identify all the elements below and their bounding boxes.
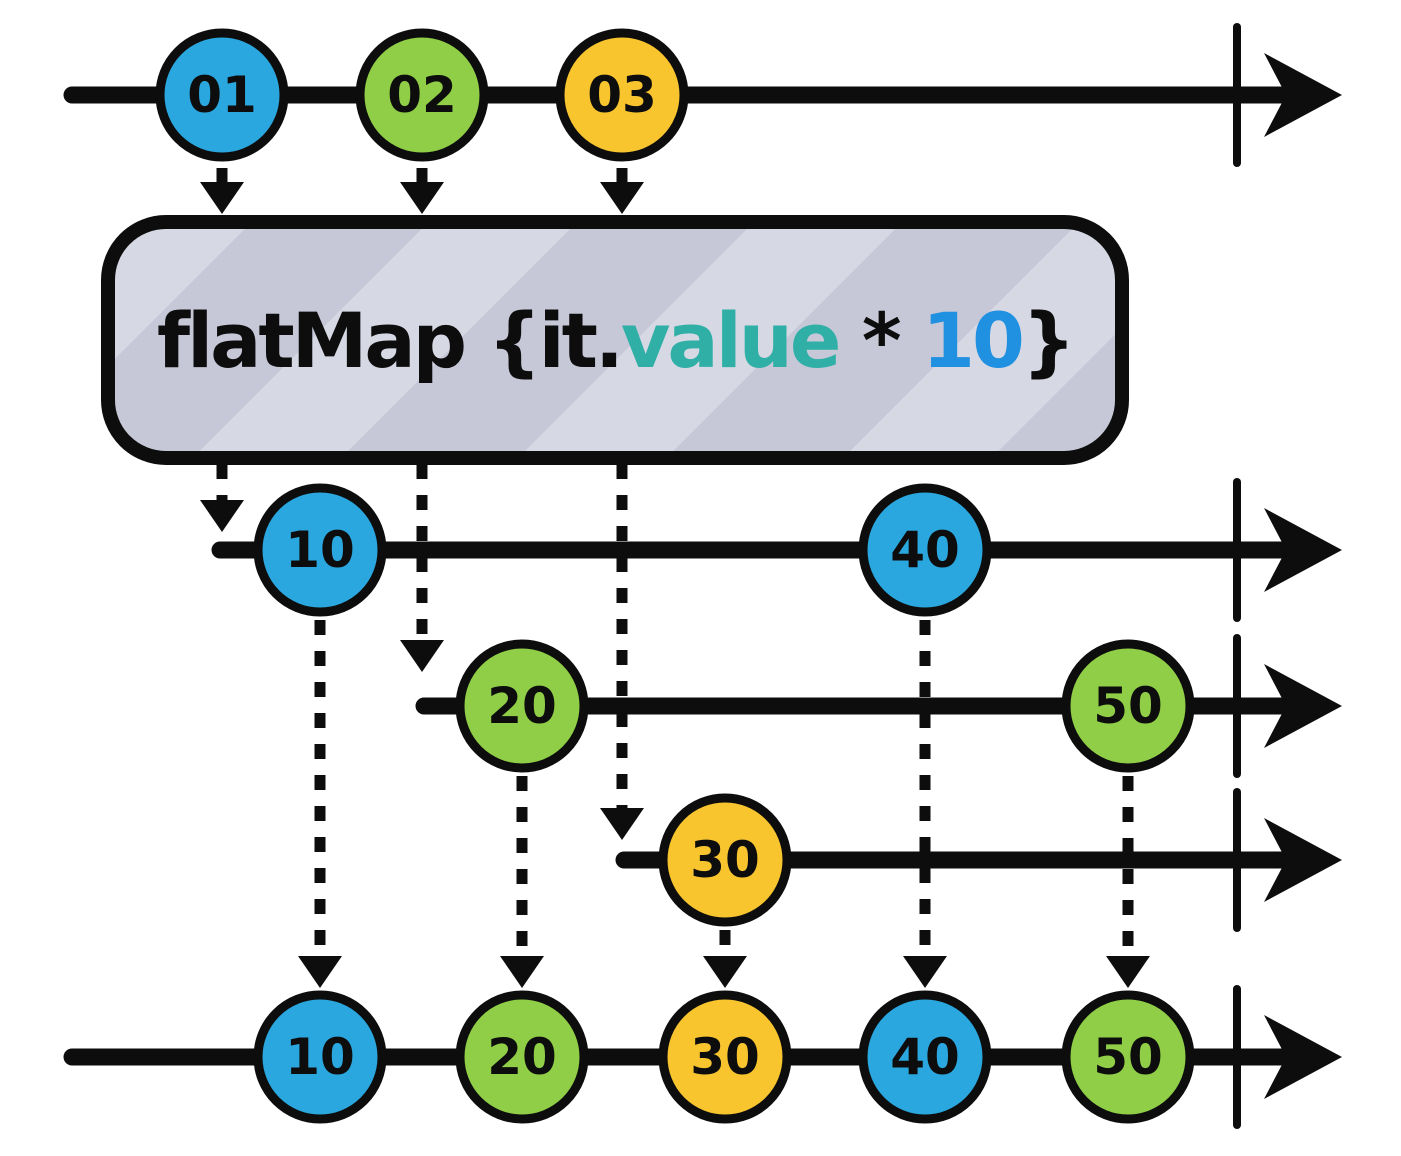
marble-circle (1061, 639, 1195, 773)
flatmap-dashed-arrow-icon (500, 776, 544, 988)
marble-value: 40 (890, 1028, 960, 1086)
timeline-arrowhead-icon (1264, 818, 1342, 902)
marble-circle (253, 990, 387, 1124)
marble-circle (658, 990, 792, 1124)
marble-inner-2-50: 50 (1061, 639, 1195, 773)
marble-circle (658, 793, 792, 927)
marble-source-01: 01 (155, 28, 289, 162)
operator-box-frame (101, 215, 1129, 465)
marble-inner-1-10: 10 (253, 483, 387, 617)
marble-value: 03 (587, 66, 657, 124)
marble-circle (858, 483, 992, 617)
emit-arrow-icon (600, 168, 644, 214)
marble-value: 50 (1093, 1028, 1163, 1086)
marble-inner-2-20: 20 (455, 639, 589, 773)
marble-source-03: 03 (555, 28, 689, 162)
marble-value: 02 (387, 66, 457, 124)
timeline-arrowhead-icon (1264, 508, 1342, 592)
marble-source-02: 02 (355, 28, 489, 162)
marble-value: 50 (1093, 677, 1163, 735)
flatmap-dashed-arrow-icon (200, 464, 244, 532)
marble-value: 10 (285, 1028, 355, 1086)
flatmap-dashed-arrow-icon (903, 620, 947, 988)
marble-circle (1061, 990, 1195, 1124)
marble-value: 01 (187, 66, 257, 124)
marble-value: 10 (285, 521, 355, 579)
marble-output-40: 40 (858, 990, 992, 1124)
operator-label: flatMap {it.value * 10} (157, 296, 1073, 385)
marble-circle (455, 990, 589, 1124)
marble-circle (555, 28, 689, 162)
marble-circle (155, 28, 289, 162)
marble-circle (455, 639, 589, 773)
timeline-inner-1 (211, 478, 1342, 622)
marble-output-10: 10 (253, 990, 387, 1124)
operator-box: flatMap {it.value * 10} (101, 215, 1129, 465)
marble-value: 20 (487, 1028, 557, 1086)
marble-value: 20 (487, 677, 557, 735)
marble-output-50: 50 (1061, 990, 1195, 1124)
emit-arrow-icon (200, 168, 244, 214)
marble-inner-1-40: 40 (858, 483, 992, 617)
flatmap-dashed-arrow-icon (1106, 776, 1150, 988)
marble-output-30: 30 (658, 990, 792, 1124)
marble-value: 30 (690, 831, 760, 889)
flatmap-dashed-arrow-icon (400, 464, 444, 672)
flatmap-dashed-arrow-icon (703, 930, 747, 988)
timeline-arrowhead-icon (1264, 664, 1342, 748)
marble-circle (355, 28, 489, 162)
emit-arrow-icon (400, 168, 444, 214)
marble-output-20: 20 (455, 990, 589, 1124)
flatmap-dashed-arrow-icon (298, 620, 342, 988)
marble-inner-3-30: 30 (658, 793, 792, 927)
marble-value: 30 (690, 1028, 760, 1086)
timeline-arrowhead-icon (1264, 1015, 1342, 1099)
flatmap-dashed-arrow-icon (600, 464, 644, 840)
timeline-arrowhead-icon (1264, 53, 1342, 137)
marble-circle (253, 483, 387, 617)
marble-circle (858, 990, 992, 1124)
marble-value: 40 (890, 521, 960, 579)
